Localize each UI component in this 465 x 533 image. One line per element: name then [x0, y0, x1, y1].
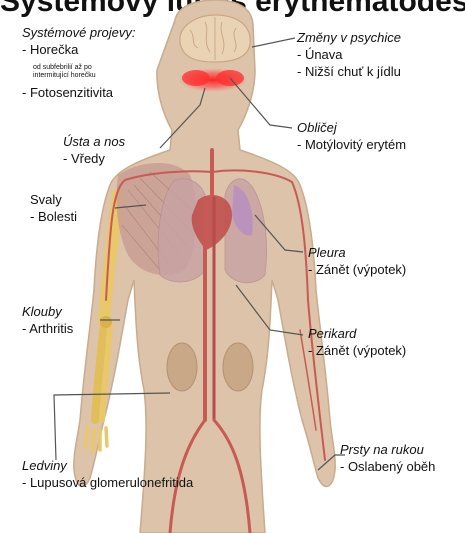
label-systemic-item-2: - Fotosenzitivita: [22, 85, 113, 101]
label-mouth-heading: Ústa a nos: [63, 134, 125, 150]
label-kidneys-item-1: - Lupusová glomerulonefritida: [22, 475, 193, 491]
label-pleura-heading: Pleura: [308, 245, 346, 261]
label-muscles-heading: Svaly: [30, 192, 62, 208]
label-pericardium-item-1: - Zánět (výpotek): [308, 343, 406, 359]
label-joints-item-1: - Arthritis: [22, 321, 73, 337]
label-kidneys-heading: Ledviny: [22, 458, 67, 474]
label-face-item-1: - Motýlovitý erytém: [297, 137, 406, 153]
label-joints-heading: Klouby: [22, 304, 62, 320]
label-mouth-item-1: - Vředy: [63, 151, 105, 167]
label-systemic-note-1: od subfebrilií až po: [33, 64, 92, 72]
label-fingers-heading: Prsty na rukou: [340, 442, 424, 458]
label-psyche-item-1: - Únava: [297, 47, 343, 63]
label-systemic-item-1: - Horečka: [22, 42, 78, 58]
label-psyche-heading: Změny v psychice: [297, 30, 401, 46]
left-kidney: [167, 343, 197, 391]
right-kidney: [223, 343, 253, 391]
label-psyche-item-2: - Nižší chuť k jídlu: [297, 64, 401, 80]
label-face-heading: Obličej: [297, 120, 337, 136]
label-systemic-heading: Systémové projevy:: [22, 25, 135, 41]
label-systemic-note-2: intermitující horečku: [33, 72, 96, 80]
label-muscles-item-1: - Bolesti: [30, 209, 77, 225]
label-fingers-item-1: - Oslabený oběh: [340, 459, 435, 475]
label-pleura-item-1: - Zánět (výpotek): [308, 262, 406, 278]
label-pericardium-heading: Perikard: [308, 326, 356, 342]
